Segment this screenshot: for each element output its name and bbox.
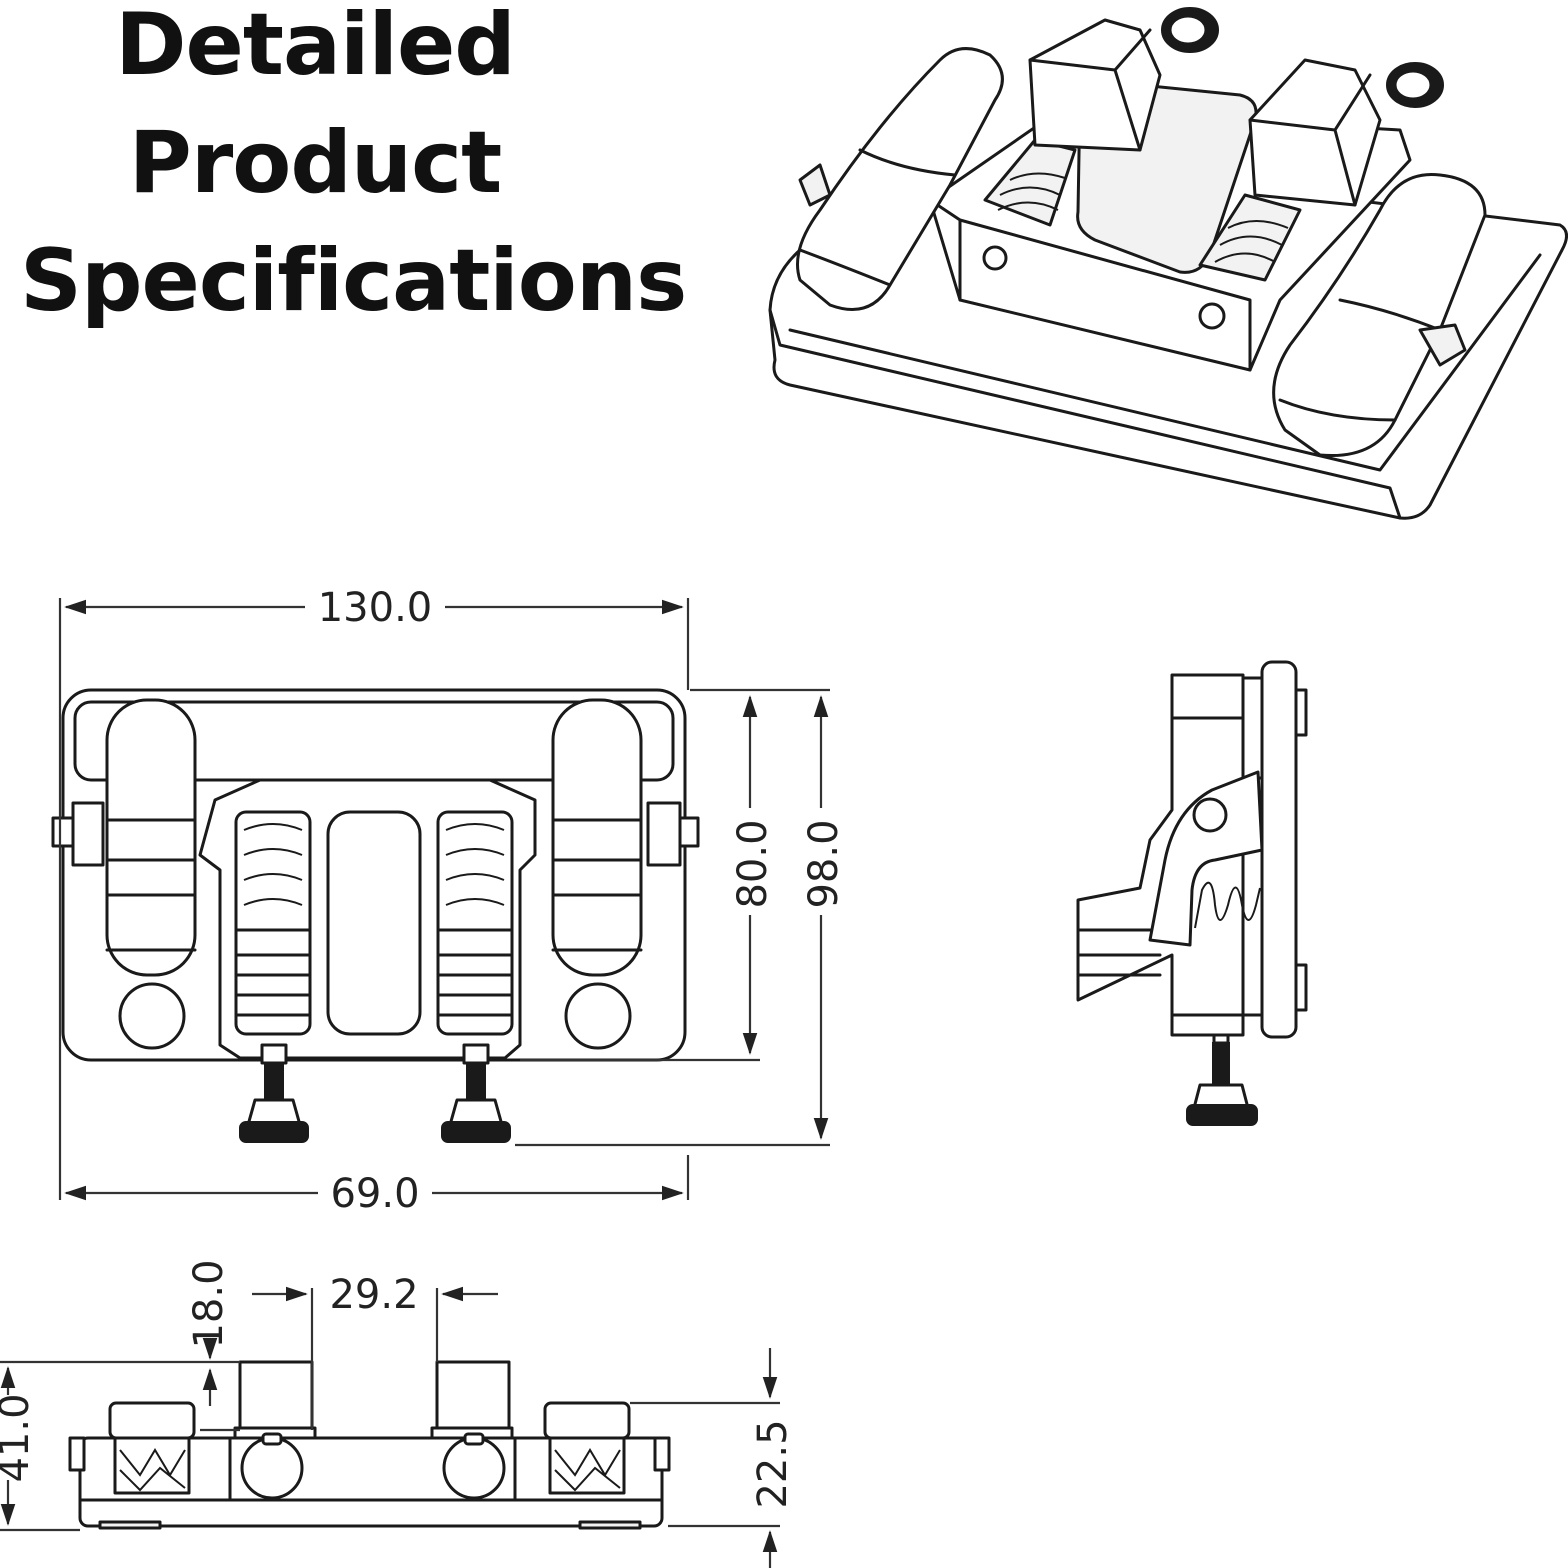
dim-block-height: 18.0 [186, 1259, 232, 1348]
front-view-dimensions: 130.0 69.0 80.0 98.0 [58, 585, 847, 1217]
dim-overall-width: 130.0 [318, 585, 433, 631]
dim-base-width: 69.0 [330, 1171, 419, 1217]
profile-view-dimensions: 29.2 18.0 41.0 22.5 [0, 1259, 796, 1568]
front-view [51, 688, 700, 1143]
title-line-3: Specifications [20, 231, 687, 331]
dim-profile-height: 22.5 [750, 1419, 796, 1508]
dim-block-spacing: 29.2 [329, 1272, 418, 1318]
title-line-2: Product [128, 113, 502, 213]
isometric-view [768, 7, 1568, 520]
side-view [1076, 660, 1308, 1126]
dim-overall-height: 98.0 [801, 819, 847, 908]
dim-side-height: 41.0 [0, 1393, 38, 1482]
profile-view [68, 1360, 671, 1530]
page-title: Detailed Product Specifications [20, 0, 687, 340]
title-line-1: Detailed [115, 0, 516, 95]
dim-inner-height: 80.0 [730, 819, 776, 908]
